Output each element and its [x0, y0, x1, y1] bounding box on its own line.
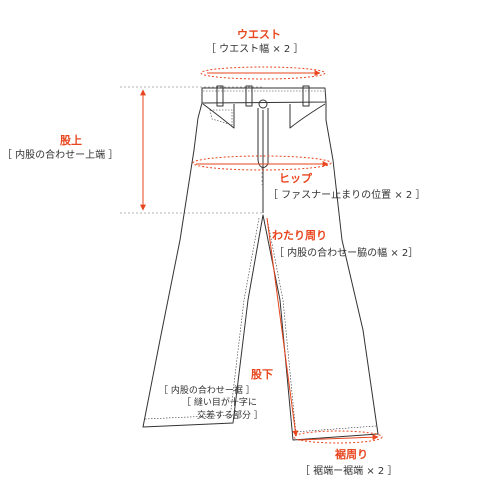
left-hem-stitch — [144, 414, 234, 420]
belt-loop-center — [245, 85, 253, 107]
inseam-desc-line3: 交差する部分 ］ — [197, 411, 263, 421]
inseam-title: 股下 — [251, 368, 273, 381]
rise-desc: ［ 内股の合わせー上端 ］ — [2, 150, 119, 161]
inseam-arrow — [266, 217, 299, 437]
right-inseam-stitch — [266, 217, 297, 435]
left-pocket — [202, 103, 235, 129]
hem-measure-ellipse — [293, 430, 383, 444]
thigh-title: わたり周り — [272, 229, 327, 242]
waist-desc: ［ ウエスト幅 × 2 ］ — [206, 44, 304, 55]
belt-loop-left — [216, 85, 224, 107]
pants-illustration — [142, 85, 379, 441]
belt-loop-right — [302, 85, 310, 107]
hem-desc: ［ 裾端ー裾端 × 2 ］ — [300, 466, 398, 477]
guide-lines — [120, 86, 263, 214]
hip-desc: ［ ファスナー止まりの位置 × 2 ］ — [268, 190, 426, 201]
inseam-desc-line2: ［ 縫い目が十字に — [182, 398, 257, 408]
waist-measure-ellipse — [200, 66, 326, 80]
waistband — [201, 87, 327, 104]
rise-title: 股上 — [60, 134, 82, 147]
measurement-marks — [140, 66, 383, 444]
waist-title: ウエスト — [237, 28, 281, 41]
right-pocket — [289, 103, 326, 129]
hip-measure-ellipse — [192, 155, 332, 171]
left-coin-pocket — [209, 109, 233, 126]
hem-arrow — [297, 434, 379, 441]
inseam-desc-line1: ［ 内股の合わせー裾 ］ — [159, 386, 255, 396]
thigh-desc: ［ 内股の合わせー脇の幅 × 2］ — [274, 248, 419, 259]
left-inseam-stitch — [229, 217, 260, 419]
hip-title: ヒップ — [279, 172, 312, 185]
pants-outer-outline — [142, 102, 379, 441]
hem-title: 裾周り — [335, 448, 368, 461]
waist-button-icon — [258, 99, 268, 109]
